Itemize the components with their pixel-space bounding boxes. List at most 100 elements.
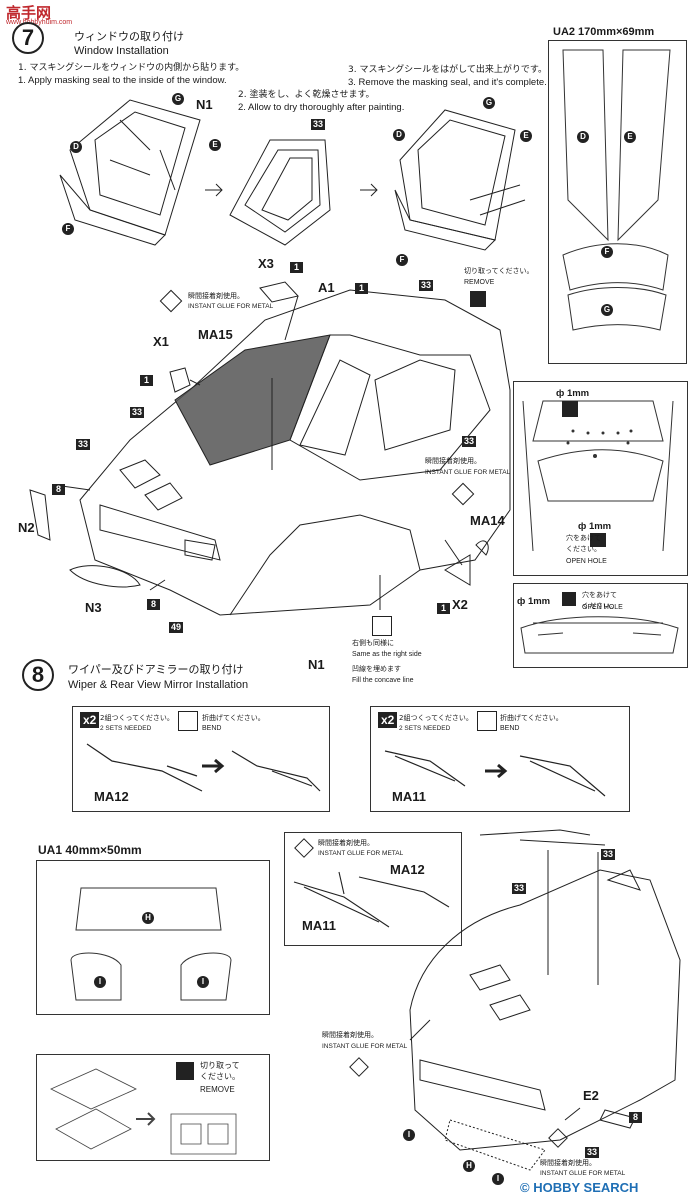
remove-icon-detail <box>176 1062 194 1080</box>
remove-detail-drawing <box>50 1068 237 1155</box>
phi-1mm-a: ф 1mm <box>556 388 590 399</box>
sets-note-a-en: 2 SETS NEEDED <box>100 725 152 732</box>
label-1-x3: 1 <box>290 257 303 275</box>
bend-note-a-en: BEND <box>202 725 222 732</box>
ua2-label-d: D <box>577 126 589 144</box>
step8-title-jp: ワイパー及びドアミラーの取り付け <box>68 663 244 676</box>
label-33-left: 33 <box>76 439 91 450</box>
sets-note-b-jp: 2組つくってください。 <box>399 714 473 722</box>
sets-note-a-jp: 2組つくってください。 <box>100 714 174 722</box>
label-ma15: MA15 <box>198 327 233 342</box>
label-n1-1: N1 <box>196 97 213 112</box>
open-hole-front-drawing <box>520 616 679 654</box>
label-1-a1: 1 <box>355 278 368 296</box>
hole-note-c-en: OPEN HOLE <box>582 604 623 611</box>
wiper-ma11-drawing <box>384 750 606 797</box>
wiper-ma12-drawing <box>86 743 321 792</box>
label-g-3: G <box>483 92 495 110</box>
hole-note-a-jp: 穴をあけて ください。 <box>566 534 601 553</box>
drill-icon-c <box>562 592 576 606</box>
ua1-label-h: H <box>142 907 154 925</box>
label-33-f2: 33 <box>601 849 616 860</box>
ua1-title: UA1 40mm×50mm <box>38 843 142 857</box>
label-x2: X2 <box>452 597 468 612</box>
label-1-x2: 1 <box>437 598 450 616</box>
label-33-right: 33 <box>462 436 477 447</box>
ua2-label-g: G <box>601 299 613 317</box>
label-n1-car: N1 <box>308 657 325 672</box>
ua2-title: UA2 170mm×69mm <box>553 26 655 38</box>
glue-note-1: 瞬間接着剤使用。 INSTANT GLUE FOR METAL <box>159 289 273 313</box>
bend-note-b-en: BEND <box>500 725 520 732</box>
wiper-install-detail-box <box>284 832 462 946</box>
step7-sub3-jp: 3. マスキングシールをはがして出来上がりです。 <box>348 65 548 75</box>
hole-note-a-en: OPEN HOLE <box>566 558 607 565</box>
sets-note-b-en: 2 SETS NEEDED <box>399 725 451 732</box>
remove-note-top: 切り取ってください。 REMOVE <box>464 266 533 307</box>
step8-title-en: Wiper & Rear View Mirror Installation <box>68 679 249 691</box>
ua2-mask-shapes <box>562 49 671 331</box>
remove-detail-en: REMOVE <box>200 1085 235 1094</box>
label-h-front: H <box>463 1155 475 1173</box>
ua2-label-e: E <box>624 126 636 144</box>
step7-sub1-jp: 1. マスキングシールをウィンドウの内側から貼ります。 <box>18 63 245 73</box>
remove-detail-box <box>36 1054 270 1161</box>
hobby-search-watermark: © HOBBY SEARCH <box>520 1180 639 1195</box>
label-ma11-b: MA11 <box>302 918 336 933</box>
label-ma11-a: MA11 <box>392 789 426 804</box>
wiper-ma11-box <box>370 706 630 812</box>
glue-note-f1: 瞬間接着剤使用。 INSTANT GLUE FOR METAL <box>322 1030 407 1077</box>
label-d-1: D <box>70 136 82 154</box>
fill-note: 右側も同様に Same as the right side 凹線を埋めます Fi… <box>352 616 422 686</box>
label-8-left: 8 <box>52 479 65 497</box>
drill-icon-a <box>562 401 578 417</box>
label-x3: X3 <box>258 256 274 271</box>
label-33-win: 33 <box>311 119 326 130</box>
open-hole-front-box <box>513 583 688 668</box>
ua1-label-i-1: I <box>94 971 106 989</box>
x2-badge-b: x2 <box>378 712 398 728</box>
label-1-x1: 1 <box>140 370 153 388</box>
label-8-mirror: 8 <box>629 1107 642 1125</box>
label-33-top: 33 <box>419 280 434 291</box>
label-33-f1: 33 <box>512 883 527 894</box>
glue-note-2: 瞬間接着剤使用。 INSTANT GLUE FOR METAL <box>425 456 510 506</box>
bend-note-b-jp: 折曲げてください。 <box>500 714 563 722</box>
step8-number: 8 <box>22 659 54 691</box>
label-ma14: MA14 <box>470 513 505 528</box>
label-8-bottom: 8 <box>147 594 160 612</box>
label-f-1: F <box>62 218 74 236</box>
glue-detail-en: INSTANT GLUE FOR METAL <box>318 850 404 857</box>
bend-icon-a <box>178 711 198 731</box>
glue-note-mirror-en: INSTANT GLUE FOR METAL <box>540 1170 626 1177</box>
label-n3: N3 <box>85 600 102 615</box>
label-ma12-a: MA12 <box>94 789 129 804</box>
watermark-logo: 高手网 <box>6 5 52 22</box>
ua1-label-i-2: I <box>197 971 209 989</box>
open-hole-rear-drawing <box>522 400 674 552</box>
bend-note-a-jp: 折曲げてください。 <box>202 714 265 722</box>
phi-1mm-b: ф 1mm <box>578 521 612 532</box>
ua2-label-f: F <box>601 241 613 259</box>
label-i-front-1: I <box>403 1124 415 1142</box>
label-f-3: F <box>396 249 408 267</box>
wiper-ma12-box <box>72 706 330 812</box>
label-a1: A1 <box>318 280 335 295</box>
step7-title-en: Window Installation <box>74 45 169 57</box>
glue-detail-jp: 瞬間接着剤使用。 <box>318 839 374 847</box>
label-g-1: G <box>172 88 184 106</box>
step7-sub3-en: 3. Remove the masking seal, and it's com… <box>348 77 547 88</box>
label-49: 49 <box>169 622 184 633</box>
remove-detail-jp: 切り取って ください。 <box>200 1061 240 1081</box>
glue-note-mirror-jp: 瞬間接着剤使用。 <box>540 1159 596 1167</box>
label-x1: X1 <box>153 334 169 349</box>
label-i-front-2: I <box>492 1168 504 1186</box>
label-e-1: E <box>209 134 221 152</box>
label-e-3: E <box>520 125 532 143</box>
step7-sub2-jp: 2. 塗装をし、よく乾燥させます。 <box>238 90 375 100</box>
step7-title-jp: ウィンドウの取り付け <box>74 30 184 43</box>
label-e2: E2 <box>583 1088 599 1103</box>
bend-icon-b <box>477 711 497 731</box>
